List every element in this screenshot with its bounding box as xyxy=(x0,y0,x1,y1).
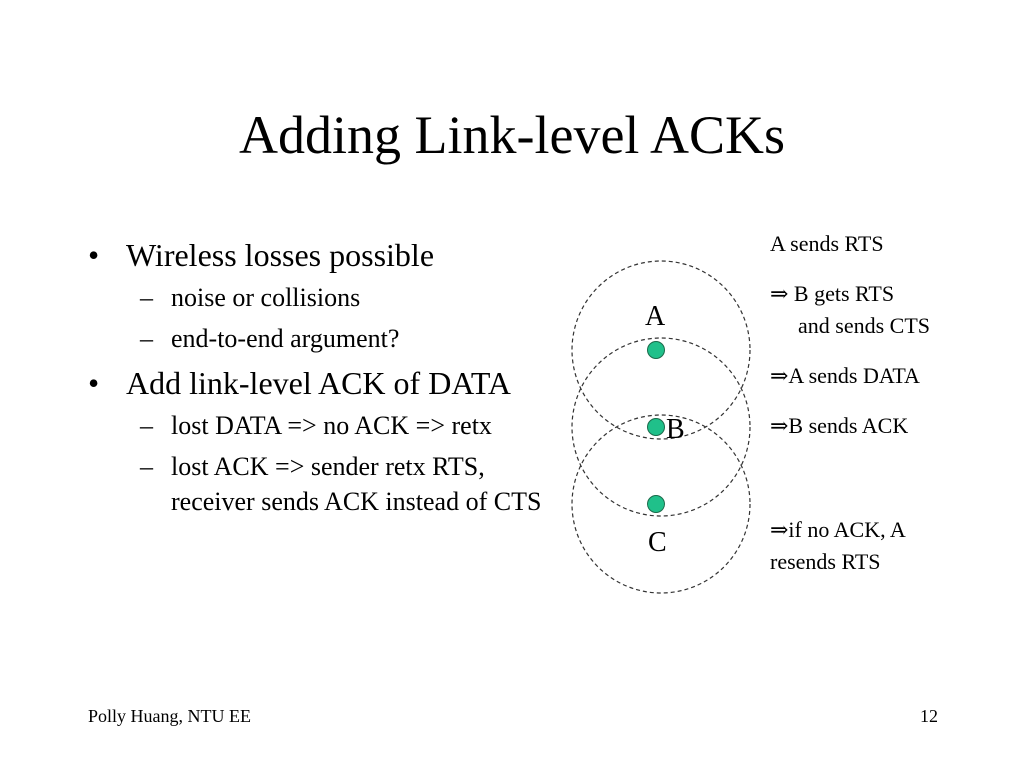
sub-bullet-lost-data: – lost DATA => no ACK => retx xyxy=(88,408,558,443)
note-a-sends-data: ⇒A sends DATA xyxy=(770,363,920,388)
note-if-no-ack: ⇒if no ACK, A xyxy=(770,517,906,542)
range-circle-b xyxy=(571,337,751,517)
bullet-marker: • xyxy=(88,237,100,273)
bullet-list: • Wireless losses possible – noise or co… xyxy=(88,228,558,519)
note-b-sends-ack: ⇒B sends ACK xyxy=(770,413,909,438)
sub-bullet-marker: – xyxy=(140,411,153,440)
sub-bullet-end-to-end: – end-to-end argument? xyxy=(88,321,558,356)
bullet-text: Wireless losses possible xyxy=(126,237,435,273)
slide-title: Adding Link-level ACKs xyxy=(239,105,785,165)
sub-bullet-text: lost DATA => no ACK => retx xyxy=(171,411,492,440)
footer-author: Polly Huang, NTU EE xyxy=(88,706,251,726)
sub-bullet-text: noise or collisions xyxy=(171,283,361,312)
sub-bullet-marker: – xyxy=(140,452,153,481)
bullet-text: Add link-level ACK of DATA xyxy=(126,365,511,401)
node-label-a: A xyxy=(645,301,666,332)
range-circle-a xyxy=(571,260,751,440)
note-b-sends-cts: and sends CTS xyxy=(798,313,930,338)
bullet-add-link-level-ack: • Add link-level ACK of DATA xyxy=(88,364,558,402)
note-b-gets-rts: ⇒ B gets RTS xyxy=(770,281,895,306)
note-resends-rts: resends RTS xyxy=(770,549,881,574)
node-b-dot xyxy=(647,418,665,436)
range-circle-c xyxy=(571,414,751,594)
sub-bullet-text: end-to-end argument? xyxy=(171,324,400,353)
node-c-dot xyxy=(647,495,665,513)
sub-bullet-marker: – xyxy=(140,324,153,353)
node-label-b: B xyxy=(666,414,685,445)
sub-bullet-noise: – noise or collisions xyxy=(88,280,558,315)
protocol-notes: A sends RTS ⇒ B gets RTS and sends CTS ⇒… xyxy=(770,228,990,578)
note-a-sends-rts: A sends RTS xyxy=(770,231,884,256)
sub-bullet-text: lost ACK => sender retx RTS, receiver se… xyxy=(171,452,542,516)
footer-page-number: 12 xyxy=(920,706,938,726)
sub-bullet-lost-ack: – lost ACK => sender retx RTS, receiver … xyxy=(88,449,558,519)
bullet-marker: • xyxy=(88,365,100,401)
node-label-c: C xyxy=(648,527,667,558)
node-a-dot xyxy=(647,341,665,359)
range-diagram: A B C xyxy=(571,260,751,594)
sub-bullet-marker: – xyxy=(140,283,153,312)
bullet-wireless-losses: • Wireless losses possible xyxy=(88,236,558,274)
